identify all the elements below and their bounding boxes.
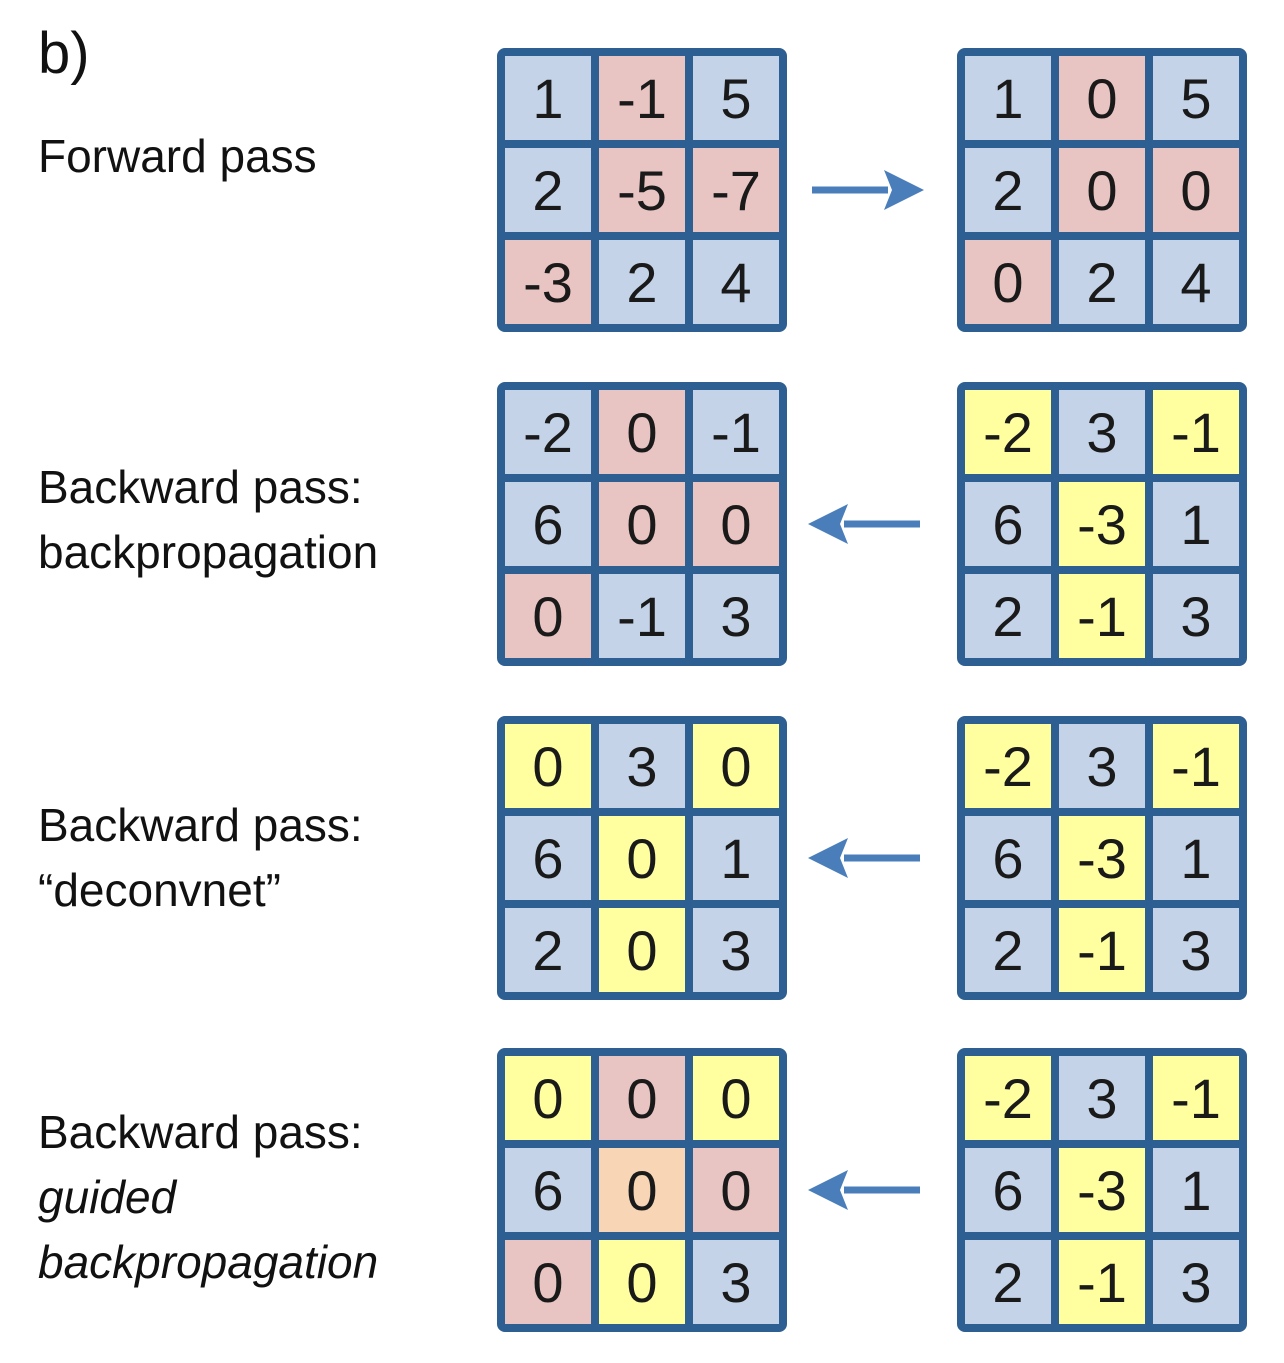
grid-cell: 6 <box>965 482 1051 566</box>
grid-cell: 3 <box>1059 724 1145 808</box>
grid-cell: -2 <box>965 390 1051 474</box>
row-label-forward-pass: Forward pass <box>38 124 317 189</box>
grid-cell: -3 <box>1059 482 1145 566</box>
row-label-line: backpropagation <box>38 1236 379 1288</box>
grid-cell: 3 <box>1153 574 1239 658</box>
grid-cell: -1 <box>599 574 685 658</box>
grid-cell: 0 <box>599 908 685 992</box>
grid-cell: 6 <box>505 816 591 900</box>
grid-cell: 3 <box>1153 1240 1239 1324</box>
grid-cell: 5 <box>1153 56 1239 140</box>
grid-cell: 2 <box>599 240 685 324</box>
panel-label: b) <box>38 21 90 86</box>
row-label-backward-pass-backpropagation: Backward pass: backpropagation <box>38 455 378 585</box>
grid-cell: 0 <box>599 482 685 566</box>
grid-cell: -1 <box>693 390 779 474</box>
grid-cell: -7 <box>693 148 779 232</box>
arrow-left-icon <box>808 1170 920 1210</box>
grid-cell: 0 <box>1153 148 1239 232</box>
grid-cell: 4 <box>693 240 779 324</box>
grid-cell: -2 <box>965 724 1051 808</box>
grid-cell: 0 <box>693 1148 779 1232</box>
grid-cell: -2 <box>965 1056 1051 1140</box>
grid-cell: -3 <box>1059 1148 1145 1232</box>
grid-cell: 2 <box>1059 240 1145 324</box>
grid-cell: 2 <box>965 148 1051 232</box>
row-label-line: Backward pass: <box>38 461 363 513</box>
grid-cell: -5 <box>599 148 685 232</box>
row-label-backward-pass-guided-backpropagation: Backward pass: guided backpropagation <box>38 1100 378 1295</box>
grid-cell: 3 <box>1153 908 1239 992</box>
grid-cell: 0 <box>599 1148 685 1232</box>
grid-cell: 0 <box>599 816 685 900</box>
grid-cell: 5 <box>693 56 779 140</box>
row-label-line: guided <box>38 1171 177 1223</box>
grid-cell: 3 <box>1059 1056 1145 1140</box>
grid-cell: 0 <box>1059 148 1145 232</box>
grid-cell: -2 <box>505 390 591 474</box>
grid-cell: -1 <box>599 56 685 140</box>
grid-cell: -3 <box>505 240 591 324</box>
grid-cell: 2 <box>965 574 1051 658</box>
row-label-line: backpropagation <box>38 526 379 578</box>
grid-cell: 6 <box>505 482 591 566</box>
grid-cell: 0 <box>965 240 1051 324</box>
grid-cell: 1 <box>1153 816 1239 900</box>
grid-cell: 0 <box>693 1056 779 1140</box>
grid-cell: 4 <box>1153 240 1239 324</box>
grid-cell: 3 <box>599 724 685 808</box>
grid-cell: 0 <box>505 574 591 658</box>
row-label-backward-pass-deconvnet: Backward pass: “deconvnet” <box>38 793 363 923</box>
grid-cell: 1 <box>693 816 779 900</box>
grid-cell: -1 <box>1059 908 1145 992</box>
grid-cell: 0 <box>693 482 779 566</box>
grid-cell: 0 <box>505 724 591 808</box>
arrow-right-icon <box>812 170 924 210</box>
grid-cell: 0 <box>599 390 685 474</box>
grid-cell: 0 <box>505 1056 591 1140</box>
grid-cell: -1 <box>1153 1056 1239 1140</box>
grid-cell: -3 <box>1059 816 1145 900</box>
grid-cell: 0 <box>505 1240 591 1324</box>
grid-cell: -1 <box>1153 390 1239 474</box>
grid-cell: 3 <box>693 1240 779 1324</box>
grid-cell: 6 <box>965 1148 1051 1232</box>
grid-cell: 1 <box>965 56 1051 140</box>
row-label-line: “deconvnet” <box>38 864 281 916</box>
grid-cell: 1 <box>1153 482 1239 566</box>
grid-cell: 6 <box>505 1148 591 1232</box>
grid-cell: 0 <box>599 1240 685 1324</box>
grid-cell: 2 <box>965 908 1051 992</box>
grid-cell: 0 <box>693 724 779 808</box>
arrow-left-icon <box>808 838 920 878</box>
row-label-line: Forward pass <box>38 130 317 182</box>
grid-cell: 0 <box>1059 56 1145 140</box>
grid-cell: 1 <box>505 56 591 140</box>
grid-cell: 0 <box>599 1056 685 1140</box>
grid-cell: 2 <box>505 148 591 232</box>
grid-cell: 3 <box>693 908 779 992</box>
grid-cell: 2 <box>965 1240 1051 1324</box>
grid-cell: 1 <box>1153 1148 1239 1232</box>
grid-cell: 3 <box>693 574 779 658</box>
grid-cell: 2 <box>505 908 591 992</box>
grid-cell: 6 <box>965 816 1051 900</box>
arrow-left-icon <box>808 504 920 544</box>
grid-cell: 3 <box>1059 390 1145 474</box>
row-label-line: Backward pass: <box>38 799 363 851</box>
row-label-line: Backward pass: <box>38 1106 363 1158</box>
grid-cell: -1 <box>1059 574 1145 658</box>
grid-cell: -1 <box>1059 1240 1145 1324</box>
grid-cell: -1 <box>1153 724 1239 808</box>
